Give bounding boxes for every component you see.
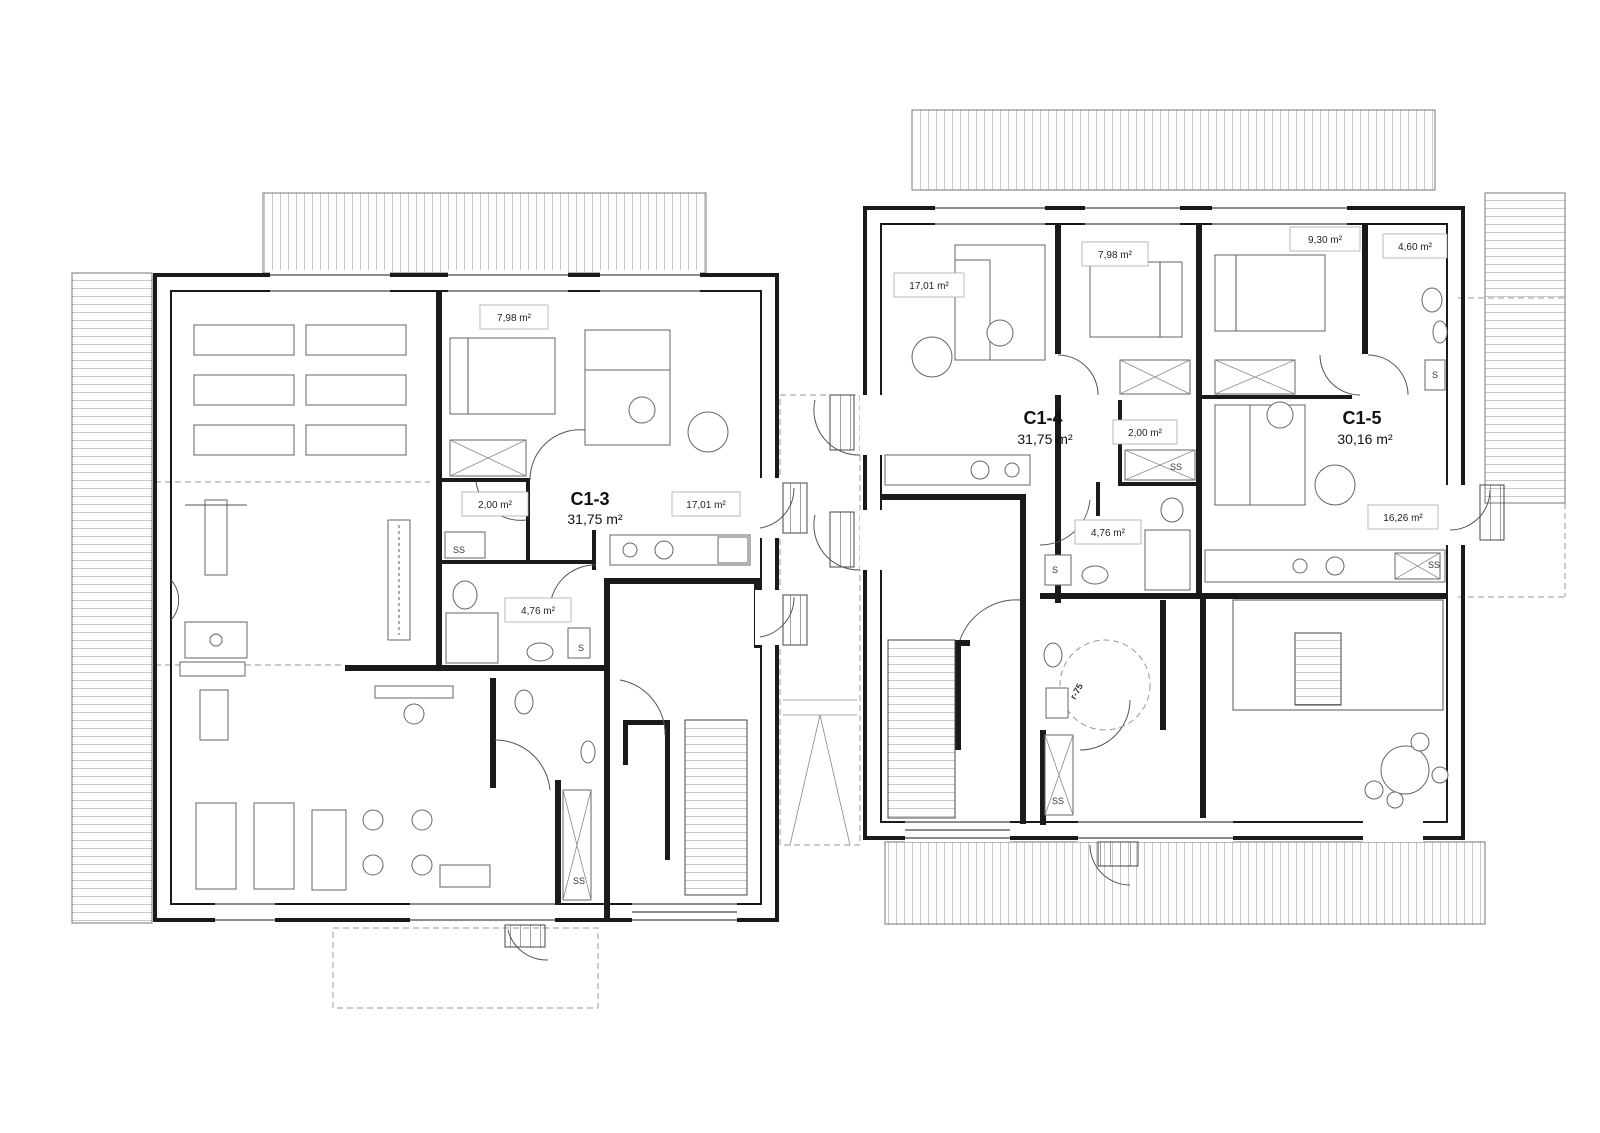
c1-4-furniture (884, 244, 1196, 816)
room-area-c13-hall: 2,00 m² (478, 500, 513, 511)
left-stair (684, 719, 748, 896)
room-area-c13-living: 17,01 m² (686, 500, 726, 511)
left-doors (170, 429, 808, 961)
room-area-c15-bath: 4,60 m² (1398, 242, 1433, 253)
unit-area-c1-4: 31,75 m² (1017, 431, 1073, 447)
room-area-c15-living: 16,26 m² (1383, 513, 1423, 524)
mark-ss-c13: SS (453, 545, 465, 555)
mark-ss-c15: SS (1428, 560, 1440, 570)
room-area-c14-bedroom: 7,98 m² (1098, 250, 1133, 261)
c1-5-furniture (1204, 254, 1449, 809)
right-stair-lower (887, 639, 956, 819)
unit-area-c1-5: 30,16 m² (1337, 431, 1393, 447)
mark-radius: r-75 (1068, 682, 1085, 701)
right-stair-upper (1294, 632, 1342, 706)
room-labels: 7,98 m² 2,00 m² 17,01 m² 4,76 m² 17,01 m… (461, 226, 1448, 623)
left-building (153, 270, 781, 924)
mark-s-c15: S (1432, 370, 1438, 380)
c1-3-furniture (444, 329, 751, 901)
room-area-c13-bedroom: 7,98 m² (497, 313, 532, 324)
mark-s-c13: S (578, 643, 584, 653)
unit-name-c1-4: C1-4 (1023, 408, 1062, 428)
unit-name-c1-3: C1-3 (570, 489, 609, 509)
room-area-c15-bedroom: 9,30 m² (1308, 235, 1343, 246)
room-area-c14-living: 17,01 m² (909, 281, 949, 292)
room-area-c13-bath: 4,76 m² (521, 606, 556, 617)
room-area-c14-bath: 4,76 m² (1091, 528, 1126, 539)
right-doors (813, 354, 1505, 886)
mezzanine-outline (1232, 599, 1444, 711)
mark-ss-wc: SS (573, 876, 585, 886)
mark-ss-c14: SS (1170, 462, 1182, 472)
right-building (860, 203, 1468, 842)
unit-labels: C1-3 31,75 m² C1-4 31,75 m² C1-5 30,16 m… (567, 408, 1393, 527)
unit-name-c1-5: C1-5 (1342, 408, 1381, 428)
unit-area-c1-3: 31,75 m² (567, 511, 623, 527)
mark-ss-wc2: SS (1052, 796, 1064, 806)
room-area-c14-hall: 2,00 m² (1128, 428, 1163, 439)
mark-s-c14: S (1052, 565, 1058, 575)
gym-equipment (179, 324, 491, 891)
